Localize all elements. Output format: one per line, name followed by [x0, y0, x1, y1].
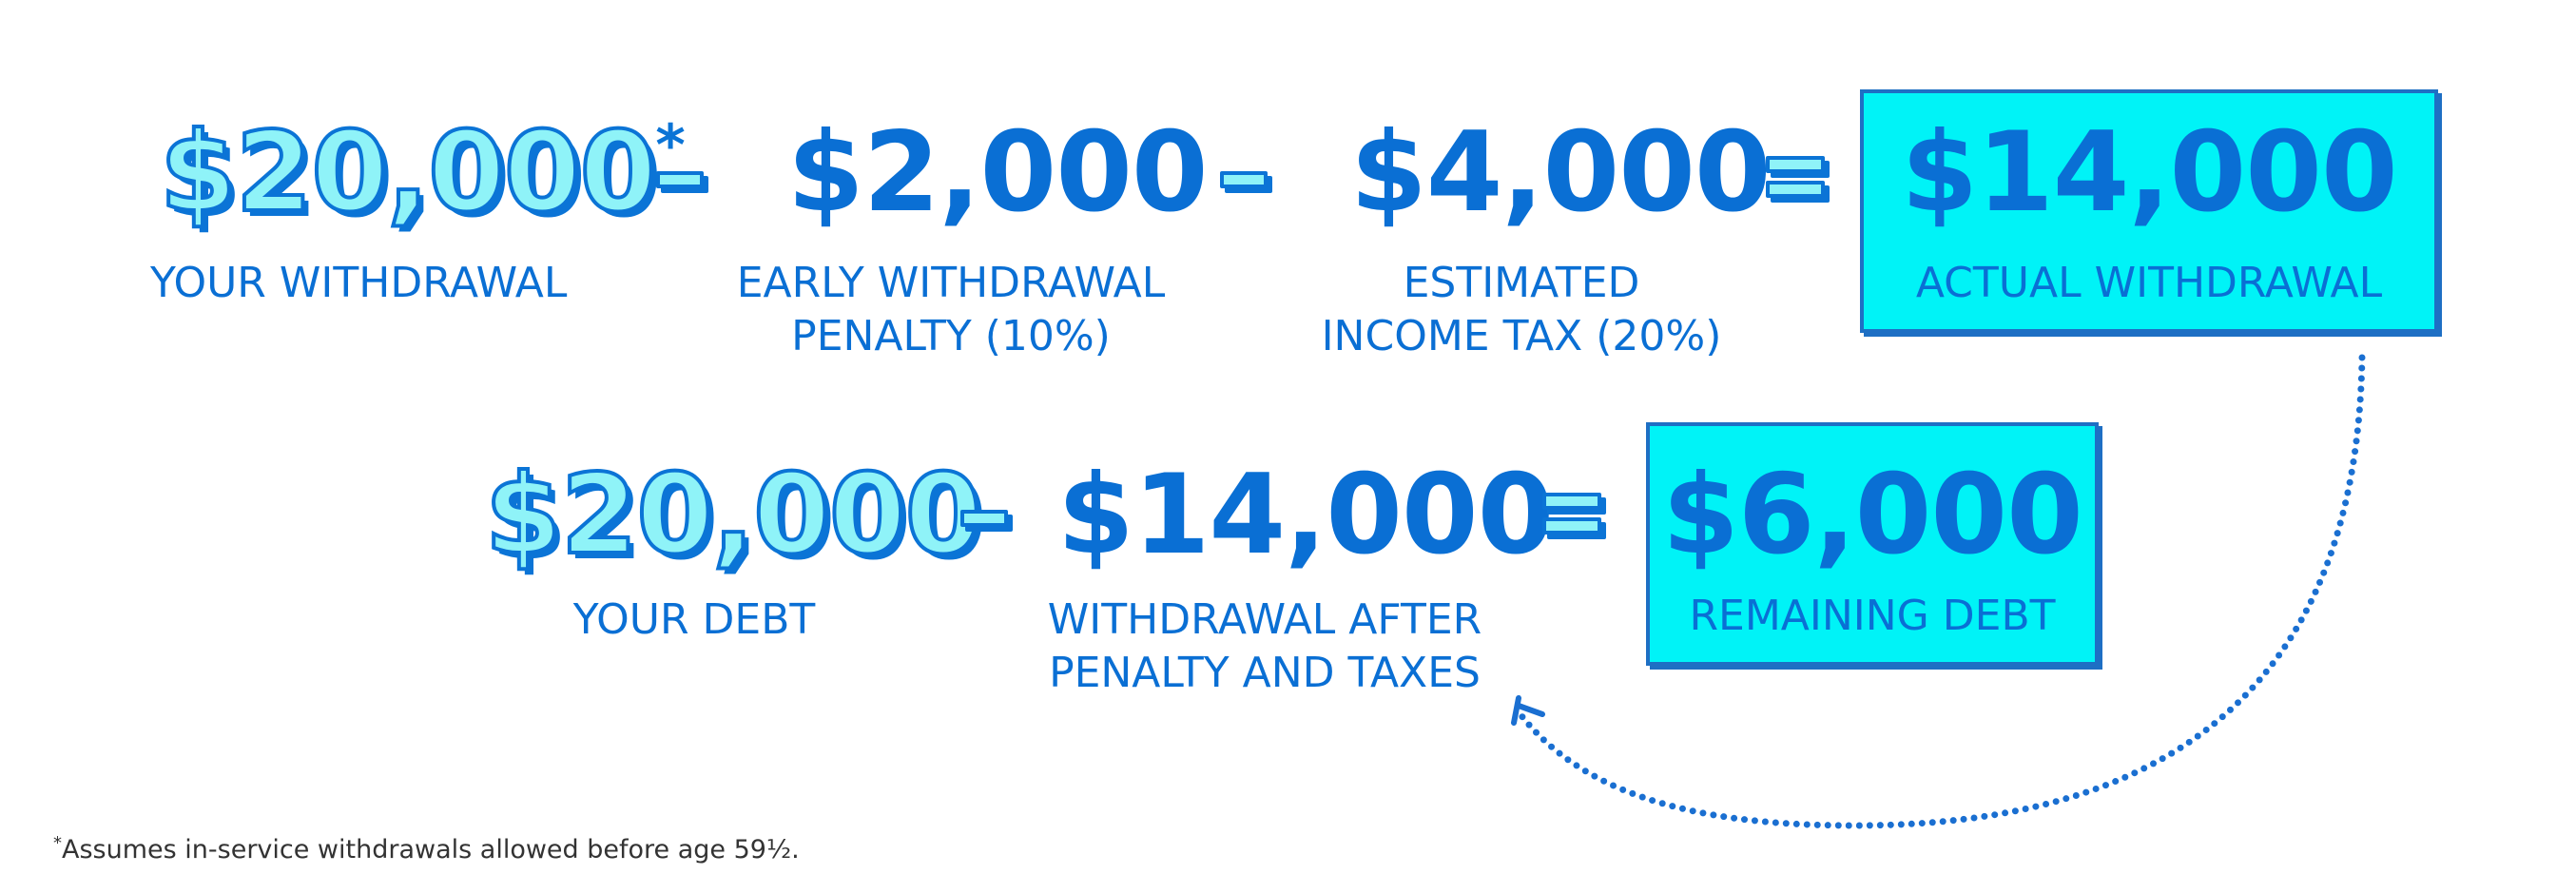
withdrawal-after-label: WITHDRAWAL AFTER PENALTY AND TAXES	[1047, 595, 1482, 697]
minus-sign-1	[656, 171, 704, 188]
footnote-mark: *	[53, 833, 62, 853]
remaining-debt-amount: $6,000	[1662, 451, 2083, 579]
remaining-debt-label: REMAINING DEBT	[1689, 592, 2056, 640]
footnote: *Assumes in-service withdrawals allowed …	[53, 833, 800, 865]
penalty-amount: $2,000	[787, 108, 1209, 237]
footnote-text: Assumes in-service withdrawals allowed b…	[62, 835, 800, 865]
withdrawal-label: YOUR WITHDRAWAL	[150, 259, 568, 307]
withdrawal-asterisk: *	[655, 112, 685, 179]
debt-amount: $20,000	[483, 451, 983, 579]
equals-sign-1-top	[1766, 156, 1825, 173]
equals-sign-2-bottom	[1542, 517, 1601, 534]
actual-withdrawal-box: $14,000 ACTUAL WITHDRAWAL	[1860, 89, 2438, 333]
equals-sign-2-top	[1542, 493, 1601, 510]
withdrawal-amount: $20,000*	[158, 108, 686, 237]
tax-label: ESTIMATED INCOME TAX (20%)	[1321, 259, 1722, 360]
minus-sign-2	[1220, 171, 1268, 188]
withdrawal-after-amount: $14,000	[1057, 451, 1554, 579]
tax-amount: $4,000	[1350, 108, 1772, 237]
flow-arrow-path	[1516, 354, 2366, 829]
remaining-debt-box: $6,000 REMAINING DEBT	[1646, 422, 2099, 666]
debt-label: YOUR DEBT	[572, 595, 816, 644]
arrowhead-icon	[1511, 695, 1545, 726]
equals-sign-1-bottom	[1766, 181, 1825, 198]
penalty-label: EARLY WITHDRAWAL PENALTY (10%)	[736, 259, 1166, 360]
actual-withdrawal-label: ACTUAL WITHDRAWAL	[1915, 259, 2383, 307]
minus-sign-3	[960, 510, 1008, 527]
actual-withdrawal-amount: $14,000	[1901, 108, 2397, 237]
